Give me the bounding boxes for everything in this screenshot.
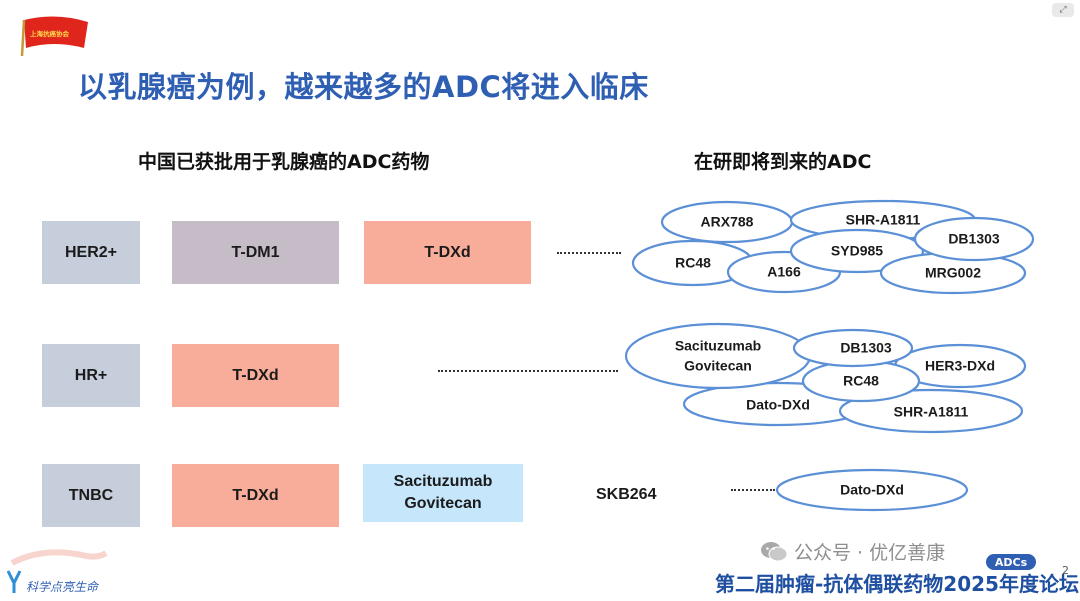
ellipse-tnbc-dato-dxd (775, 468, 969, 512)
expand-icon[interactable]: ⤢ (1052, 3, 1074, 17)
pipeline-her2-rc48: RC48 (675, 255, 711, 271)
ellipse-hr-db1303 (792, 328, 914, 368)
pipeline-header: 在研即将到来的ADC (694, 151, 872, 173)
pipeline-her2-db1303: DB1303 (948, 231, 1000, 247)
wechat-icon (760, 541, 788, 563)
ellipse-hr-sacituzumab (624, 322, 812, 390)
ellipse-hr-shr-a1811 (838, 388, 1024, 434)
page-number: 2 (1062, 564, 1069, 577)
org-logo (2, 545, 112, 597)
tnbc-skb264: SKB264 (596, 486, 657, 503)
tnbc-approved-sacituzumab: Sacituzumab Govitecan (363, 464, 523, 522)
adc-badge: ADCs (986, 554, 1036, 570)
subtype-tnbc: TNBC (42, 464, 140, 527)
pipeline-her2-a166: A166 (767, 264, 801, 280)
watermark: 公众号 · 优亿善康 (760, 538, 945, 565)
pipeline-her2-arx788: ARX788 (701, 214, 754, 230)
pipeline-her2-shr-a1811: SHR-A1811 (846, 212, 921, 228)
tnbc-connector (731, 489, 775, 491)
subtype-hr: HR+ (42, 344, 140, 407)
her2-approved-tdm1: T-DM1 (172, 221, 339, 284)
event-title: 第二届肿瘤-抗体偶联药物2025年度论坛 (715, 572, 1079, 596)
pipeline-hr-db1303: DB1303 (840, 340, 892, 356)
pipeline-hr-dato-dxd: Dato-DXd (746, 397, 810, 413)
watermark-text: 公众号 · 优亿善康 (794, 542, 946, 564)
her2-approved-tdxd: T-DXd (364, 221, 531, 284)
tnbc-approved-tdxd: T-DXd (172, 464, 339, 527)
org-text: 科学点亮生命 (26, 580, 99, 594)
hr-connector (438, 370, 618, 372)
slide-title: 以乳腺癌为例，越来越多的ADC将进入临床 (78, 70, 649, 104)
ellipse-her2-syd985 (789, 228, 925, 274)
her2-connector (557, 252, 621, 254)
pipeline-her2-mrg002: MRG002 (925, 265, 981, 281)
pipeline-hr-shr-a1811: SHR-A1811 (894, 404, 969, 420)
pipeline-tnbc-dato-dxd: Dato-DXd (840, 482, 904, 498)
pipeline-hr-rc48: RC48 (843, 373, 879, 389)
approved-header: 中国已获批用于乳腺癌的ADC药物 (138, 151, 430, 173)
hr-approved-tdxd: T-DXd (172, 344, 339, 407)
subtype-her2: HER2+ (42, 221, 140, 284)
pipeline-hr-her3-dxd: HER3-DXd (925, 358, 995, 374)
ellipse-her2-db1303 (913, 216, 1035, 262)
pipeline-her2-syd985: SYD985 (831, 243, 883, 259)
logo-text: 上海抗癌协会 (30, 29, 70, 38)
flag-logo: 上海抗癌协会 (18, 14, 92, 58)
pipeline-hr-sacituzumab-line1: Sacituzumab (675, 338, 761, 354)
pipeline-hr-sacituzumab-line2: Govitecan (684, 358, 752, 374)
